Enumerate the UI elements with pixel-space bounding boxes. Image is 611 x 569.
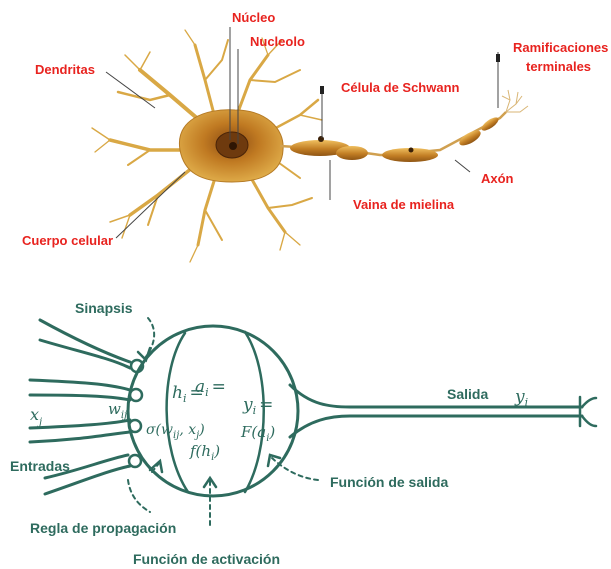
- label-entradas: Entradas: [10, 458, 70, 474]
- nucleolus: [229, 142, 237, 150]
- w-symbol: wij: [108, 400, 127, 421]
- output-axon: [290, 385, 582, 407]
- label-celula-schwann: Célula de Schwann: [341, 80, 460, 95]
- label-nucleolo: Nucleolo: [250, 34, 305, 49]
- sigma-expression: σ(wij, xj): [146, 422, 205, 441]
- label-funcion-salida: Función de salida: [330, 474, 448, 490]
- label-vaina-mielina: Vaina de mielina: [353, 197, 455, 212]
- label-terminales: terminales: [526, 59, 591, 74]
- label-ramificaciones: Ramificaciones: [513, 40, 608, 55]
- label-dendritas: Dendritas: [35, 62, 95, 77]
- terminal-branches: [502, 90, 528, 112]
- f-expression: f(hi): [189, 442, 220, 463]
- a-symbol: ai=: [195, 377, 226, 399]
- y-output-symbol: yi: [514, 387, 528, 409]
- y-symbol: yi=: [242, 395, 273, 417]
- label-nucleo: Núcleo: [232, 10, 275, 25]
- artificial-neuron-model: [30, 318, 596, 525]
- label-regla-propagacion: Regla de propagación: [30, 520, 176, 536]
- label-sinapsis: Sinapsis: [75, 300, 133, 316]
- label-cuerpo-celular: Cuerpo celular: [22, 233, 113, 248]
- biological-neuron: Núcleo Nucleolo Dendritas Ramificaciones…: [22, 10, 608, 262]
- label-axon: Axón: [481, 171, 514, 186]
- x-symbol: xj: [30, 405, 42, 428]
- label-funcion-activacion: Función de activación: [133, 551, 280, 567]
- label-salida: Salida: [447, 386, 488, 402]
- F-expression: F(ai): [240, 423, 275, 444]
- schwann-cell: [318, 136, 324, 142]
